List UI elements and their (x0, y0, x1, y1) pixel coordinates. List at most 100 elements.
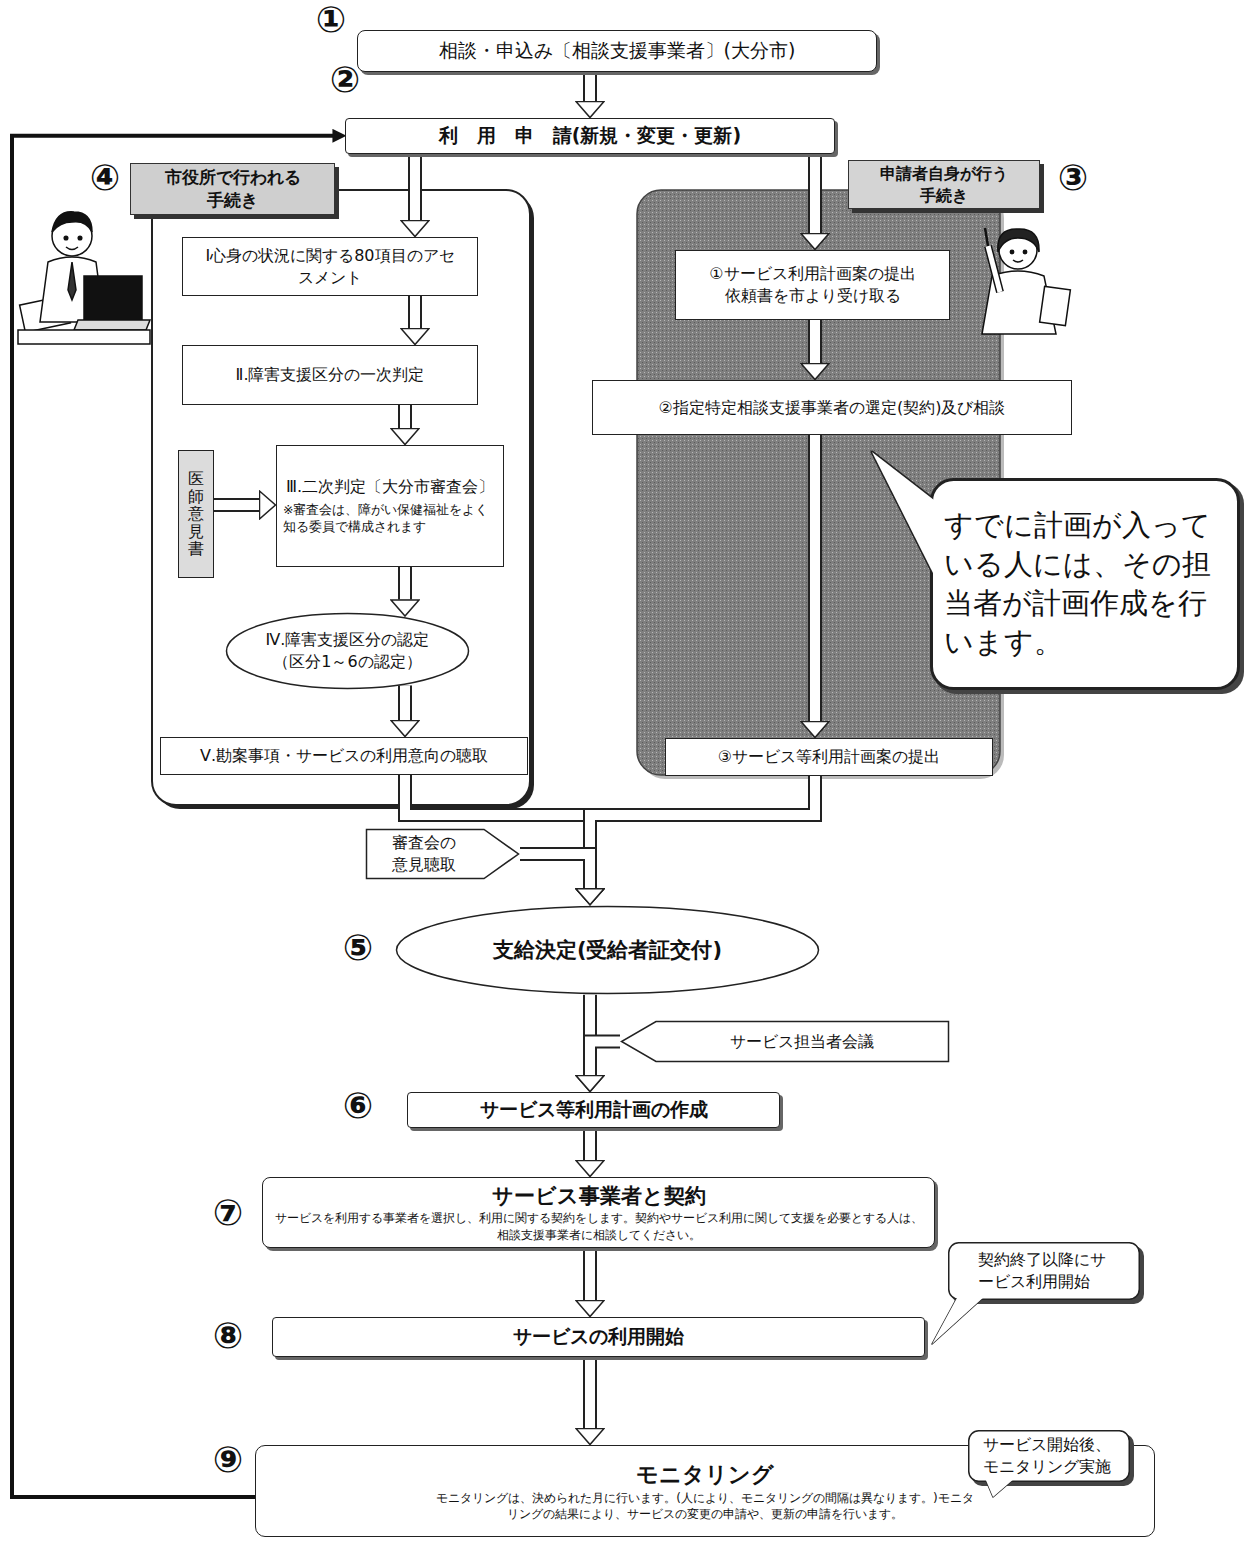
node-text: ①サービス利用計画案の提出依頼書を市より受け取る (704, 263, 922, 306)
applicant-mouth (1013, 260, 1023, 262)
step-number: ⑨ (205, 1440, 251, 1480)
clerk-eye (78, 236, 82, 240)
arrow-outline (520, 854, 590, 888)
process-box: サービス等利用計画の作成 (407, 1092, 780, 1128)
node-text: Ⅳ.障害支援区分の認定（区分1～6の認定） (263, 629, 433, 672)
clerk-hair (52, 212, 92, 232)
arrow-body (590, 776, 815, 888)
node-note: モニタリングは、決められた月に行います。(人により、モニタリングの間隔は異なりま… (435, 1490, 975, 1522)
node-text: すでに計画が入っている人には、その担当者が計画作成を行います。 (944, 506, 1226, 663)
flow-arrow (405, 685, 406, 720)
step-number: ⑤ (335, 928, 381, 968)
node-text: Ⅱ.障害支援区分の一次判定 (236, 364, 425, 386)
arrow-body (585, 72, 595, 101)
process-box: Ⅲ.二次判定〔大分市審査会〕※審査会は、障がい保健福祉をよく知る委員で構成されま… (276, 445, 504, 567)
result-ellipse: Ⅳ.障害支援区分の認定（区分1～6の認定） (225, 612, 470, 690)
node-text: サービス開始後、モニタリング実施 (983, 1434, 1114, 1477)
process-box: Ⅱ.障害支援区分の一次判定 (182, 345, 478, 405)
flow-arrow (405, 405, 406, 428)
arrow-label: サービス担当者会議 (620, 1020, 950, 1063)
applicant-eye (1010, 250, 1013, 253)
applicant-arm (988, 246, 1000, 292)
node-text: ②指定特定相談支援事業者の選定(契約)及び相談 (659, 397, 1006, 419)
flow-arrow (415, 296, 416, 328)
arrow-outline (408, 296, 422, 328)
flow-arrow (590, 1248, 591, 1300)
step-number: ① (308, 0, 354, 40)
applicant-hair (998, 229, 1039, 252)
step-number: ⑥ (335, 1086, 381, 1126)
clerk-tie (68, 262, 76, 300)
node-note: サービスを利用する事業者を選択し、利用に関する契約をします。契約やサービス利用に… (274, 1210, 924, 1242)
arrow-body (590, 1042, 620, 1076)
process-box: サービスの利用開始 (272, 1317, 925, 1357)
node-text: 契約終了以降にサービス利用開始 (978, 1249, 1109, 1292)
flow-arrow (415, 154, 416, 220)
arrow-body (585, 1357, 595, 1428)
arrow-outline (808, 435, 822, 721)
arrow-body (410, 154, 420, 220)
arrow-body (400, 405, 410, 428)
desk (18, 330, 150, 344)
flow-arrow (590, 1357, 591, 1428)
bubble-outline (969, 1431, 1130, 1482)
flow-arrow (815, 154, 816, 233)
arrow-outline (622, 1022, 949, 1062)
node-text: Ⅴ.勘案事項・サービスの利用意向の聴取 (200, 745, 488, 767)
step-number: ③ (1050, 158, 1096, 198)
panel-grounds (152, 190, 1004, 809)
callout-bubble: サービス開始後、モニタリング実施 (968, 1430, 1130, 1482)
arrow-outline (583, 1248, 597, 1300)
step-number: ⑧ (205, 1316, 251, 1356)
arrow-body (400, 567, 410, 600)
arrow-body (810, 435, 820, 721)
node-text: サービス担当者会議 (730, 1031, 874, 1053)
applicant-finger (985, 228, 988, 246)
node-text: 支給決定(受給者証交付) (493, 936, 722, 964)
decision-ellipse: 支給決定(受給者証交付) (395, 905, 820, 995)
arrow-outline (590, 1042, 620, 1076)
arrow-outline (214, 498, 259, 512)
arrow-outline (583, 1357, 597, 1428)
arrow-outline (367, 830, 519, 879)
bubble-outline (949, 1243, 1140, 1300)
arrow-outline (808, 320, 822, 363)
process-box: サービス事業者と契約サービスを利用する事業者を選択し、利用に関する契約をします。… (262, 1177, 935, 1248)
ellipse-outline (397, 907, 819, 994)
node-text: サービスの利用開始 (513, 1324, 684, 1350)
applicant-paper (1040, 286, 1071, 325)
arrow-body (810, 320, 820, 363)
flow-arrow (405, 567, 406, 600)
arrow-outline (408, 154, 422, 220)
arrow-outline (590, 776, 815, 888)
process-box: Ⅰ心身の状況に関する80項目のアセスメント (182, 237, 478, 296)
clerk-eye (64, 236, 68, 240)
bubble-outline (932, 480, 1239, 689)
arrow-body (214, 500, 259, 510)
arrow-outline (808, 154, 822, 233)
node-text: ③サービス等利用計画案の提出 (718, 746, 940, 768)
bubble-tail (872, 452, 934, 575)
arrow-label: 審査会の意見聴取 (365, 828, 520, 880)
clerk-illustration (18, 212, 150, 344)
flow-arrow (590, 776, 815, 888)
panel-heading: 市役所で行われる手続き (130, 163, 335, 215)
applicant-eye (1023, 250, 1026, 253)
arrow-outline (583, 72, 597, 101)
bubble-tail-fill (872, 452, 934, 575)
arrow-outline (398, 567, 412, 600)
panel-heading: 申請者自身が行う手続き (848, 160, 1040, 209)
flow-arrow (12, 136, 333, 1497)
node-text: Ⅲ.二次判定〔大分市審査会〕 (286, 476, 494, 498)
step-number: ② (322, 60, 368, 100)
flow-arrow (815, 320, 816, 363)
arrow-body (410, 296, 420, 328)
arrow-body (810, 154, 820, 233)
panel-ground (152, 190, 530, 805)
node-text: 医師意見書 (188, 470, 204, 558)
callout-bubble: 契約終了以降にサービス利用開始 (948, 1242, 1140, 1300)
flow-arrow (590, 72, 591, 101)
loop-line (12, 136, 333, 1497)
process-box: 相談・申込み〔相談支援事業者〕(大分市) (357, 30, 877, 72)
